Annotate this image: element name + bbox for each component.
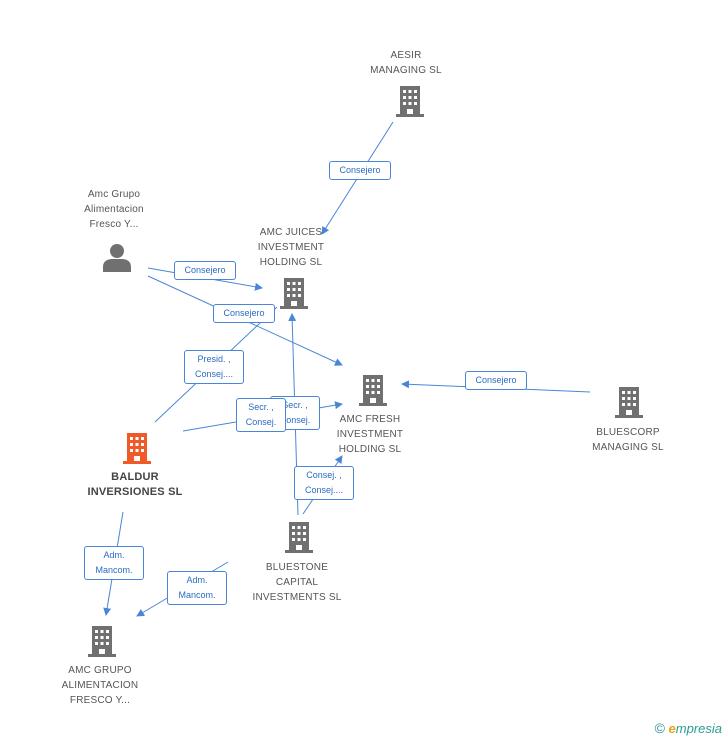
node-label-bluescorp[interactable]: BLUESCORP MANAGING SL [592,427,664,453]
edge-label-bluestone-grupo[interactable]: Adm. Mancom. [167,571,227,605]
node-label-bluestone[interactable]: BLUESTONE CAPITAL INVESTMENTS SL [252,562,342,603]
empresia-watermark: © empresia [655,720,722,736]
edge-label-bluescorp-fresh[interactable]: Consejero [465,371,527,390]
node-label-amc-juices[interactable]: AMC JUICES INVESTMENT HOLDING SL [257,227,325,268]
edge-label-baldur-juices[interactable]: Presid. , Consej.... [184,350,244,384]
edge-label-baldur-fresh[interactable]: Secr. , Consej. [236,398,286,432]
node-label-baldur[interactable]: BALDUR INVERSIONES SL [87,471,183,498]
copyright-icon: © [654,720,665,736]
building-icon[interactable] [613,385,645,419]
node-label-amc-grupo[interactable]: AMC GRUPO ALIMENTACION FRESCO Y... [61,665,139,706]
building-icon[interactable] [283,520,315,554]
person-icon[interactable] [101,242,133,272]
building-icon[interactable] [394,84,426,118]
main-company-building-icon[interactable] [121,431,153,465]
building-icon[interactable] [86,624,118,658]
edge-label-aesir-juices[interactable]: Consejero [329,161,391,180]
edge-label-baldur-grupo[interactable]: Adm. Mancom. [84,546,144,580]
building-icon[interactable] [357,373,389,407]
node-label-amc-fresh[interactable]: AMC FRESH INVESTMENT HOLDING SL [336,414,404,455]
node-label-amc-persona[interactable]: Amc Grupo Alimentacion Fresco Y... [84,189,144,230]
edge-label-bluestone-fresh[interactable]: Consej. , Consej.... [294,466,354,500]
building-icon[interactable] [278,276,310,310]
edge-label-persona-fresh[interactable]: Consejero [213,304,275,323]
brand-logo: empresia [668,721,722,736]
node-label-aesir[interactable]: AESIR MANAGING SL [370,50,442,76]
edge-label-persona-juices[interactable]: Consejero [174,261,236,280]
